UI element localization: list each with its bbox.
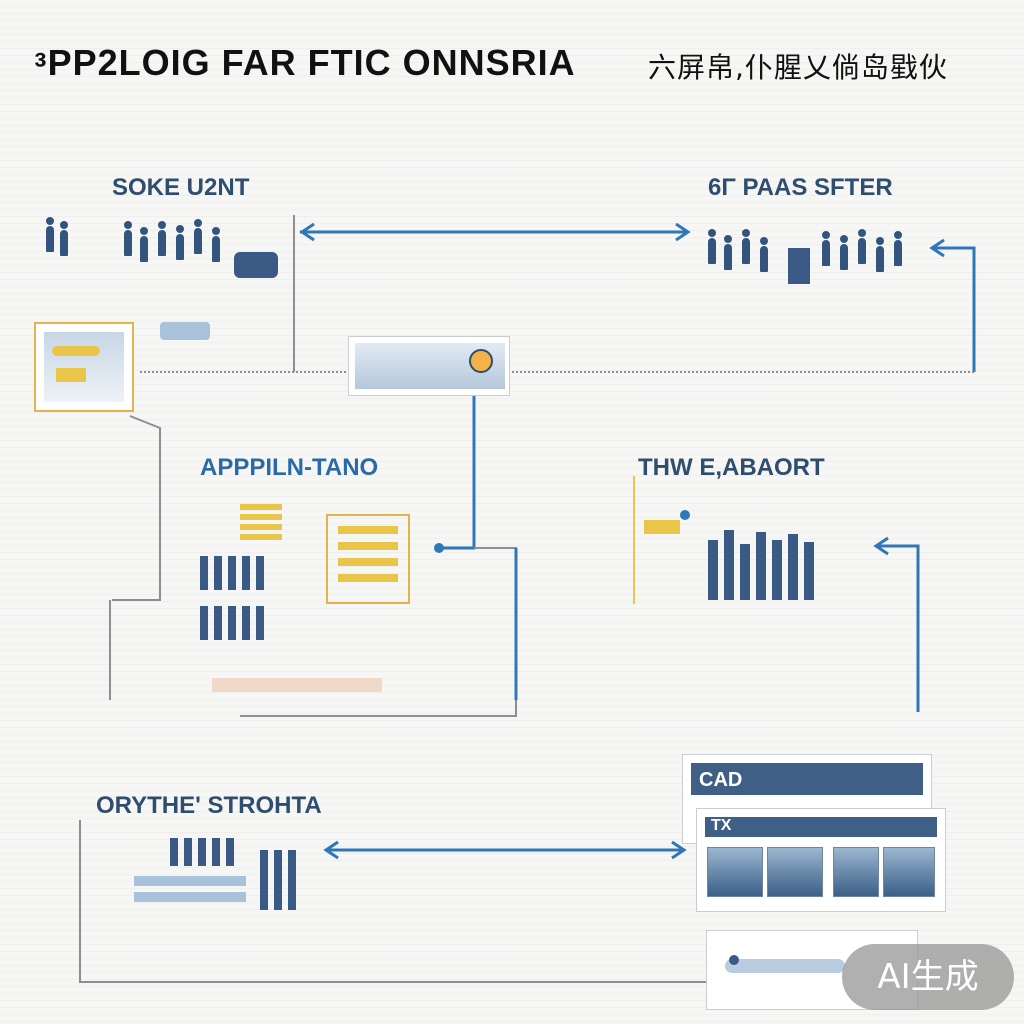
section-label-mid-left: APPPILN-TANO	[200, 454, 379, 481]
image-card-left	[34, 322, 134, 412]
bottom-left-block	[110, 830, 320, 920]
ai-generated-badge: AI生成	[842, 944, 1014, 1010]
connector-node-mid	[434, 543, 444, 553]
detail-card-title: TX	[711, 817, 732, 834]
detail-card: TX	[696, 808, 946, 912]
people-group-top-right	[700, 210, 920, 290]
people-group-top-left	[100, 200, 296, 360]
page-title-cn: 六屏帛,仆腥乂倘岛戥伙	[648, 51, 948, 84]
image-card-center	[348, 336, 510, 396]
mid-left-block	[160, 494, 430, 692]
section-label-mid-right: THW E,ABAORT	[638, 454, 825, 481]
section-label-top-right: 6Γ PAAS SFTER	[708, 174, 893, 201]
mid-right-block	[640, 480, 860, 620]
section-label-bottom-left: ORYTHE' STROHTA	[96, 792, 322, 819]
people-icon-left	[40, 214, 84, 258]
header-card-title: CAD	[699, 769, 743, 791]
section-label-top-left: SOKE U2NT	[112, 174, 250, 201]
page-title: ᵌPP2LOIG FAR FTIC ONNSRIA	[34, 42, 576, 83]
